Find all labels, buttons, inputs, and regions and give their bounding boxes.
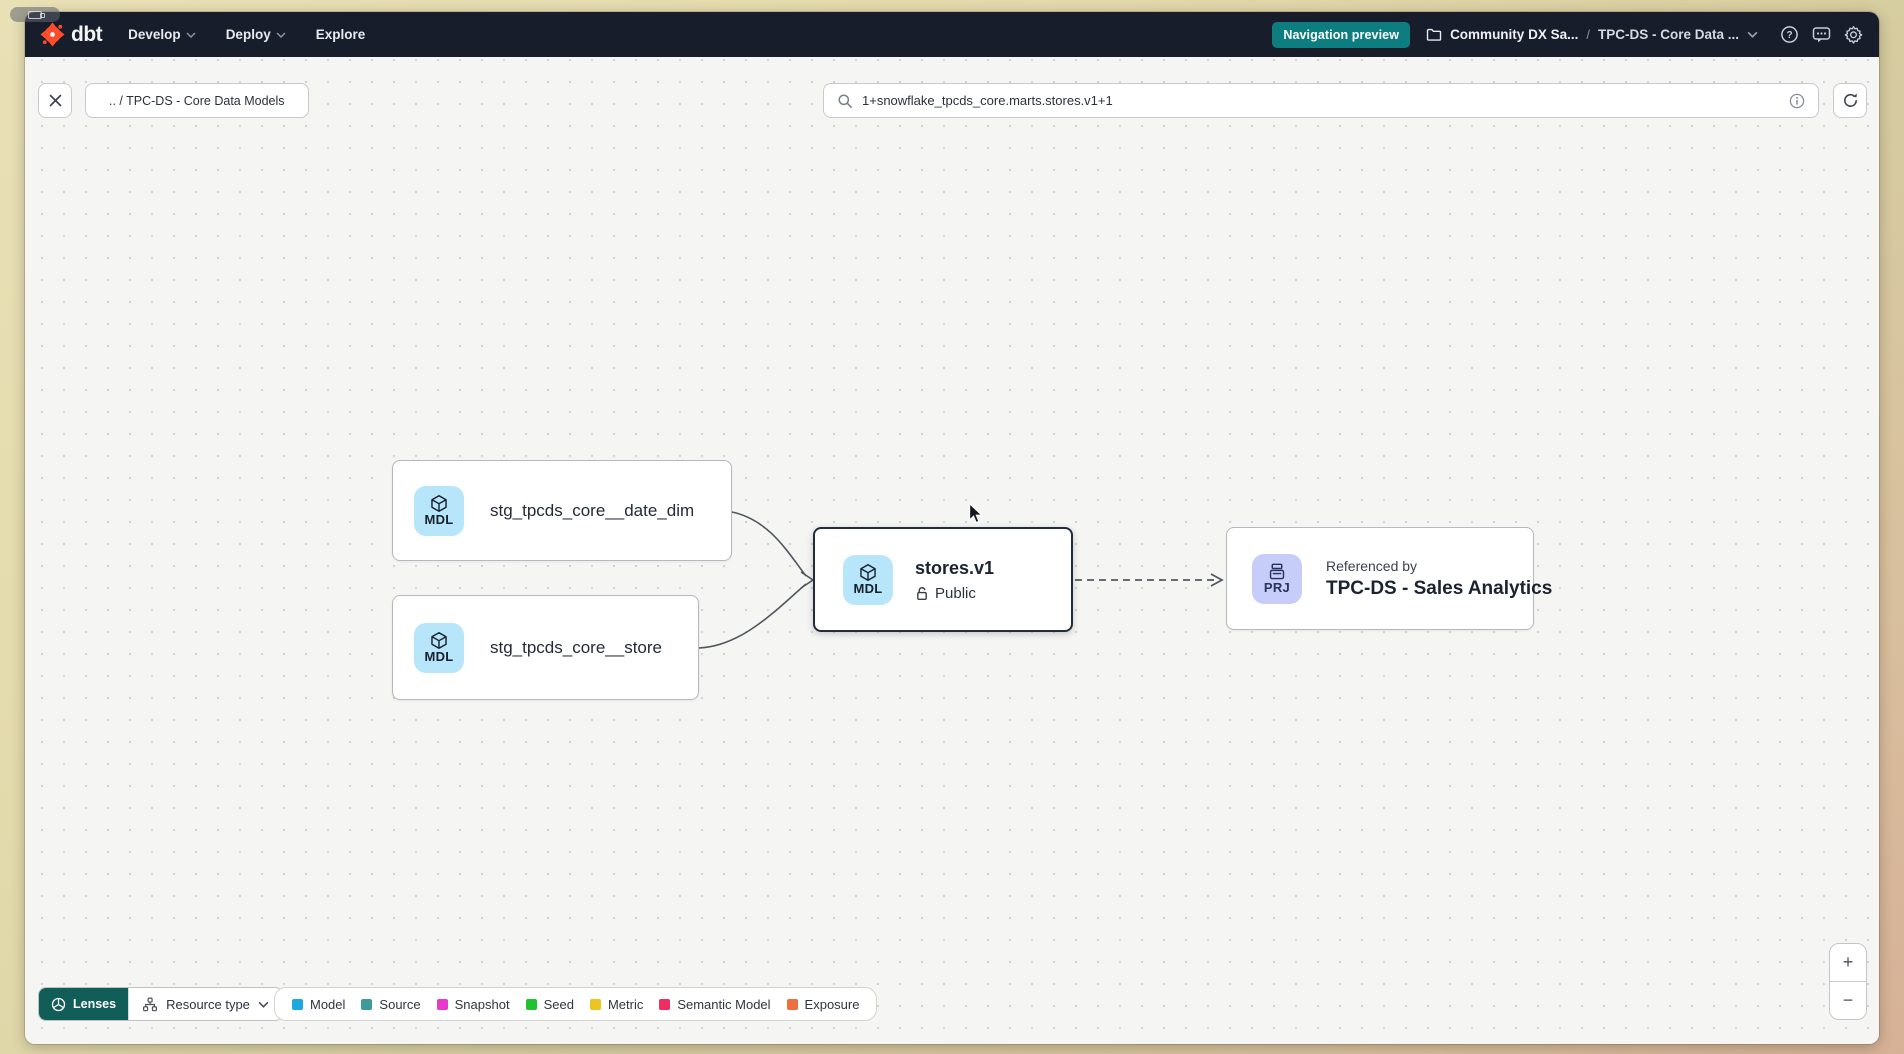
navigation-preview-badge[interactable]: Navigation preview (1272, 21, 1411, 48)
breadcrumb-project[interactable]: Community DX Sa... (1450, 27, 1579, 42)
search-icon (838, 93, 852, 108)
legend-item-seed: Seed (525, 996, 574, 1012)
legend-label: Exposure (804, 996, 860, 1012)
legend-item-snapshot: Snapshot (436, 996, 510, 1012)
close-lineage-button[interactable] (38, 83, 72, 118)
nav-menu-explore[interactable]: Explore (316, 27, 366, 42)
lineage-path-chip[interactable]: .. / TPC-DS - Core Data Models (85, 83, 309, 118)
badge-label: PRJ (1263, 580, 1291, 595)
cube-icon (431, 631, 447, 650)
folder-icon (1426, 28, 1442, 41)
legend-label: Seed (543, 996, 574, 1012)
breadcrumb-section[interactable]: TPC-DS - Core Data ... (1597, 27, 1739, 42)
model-swatch (292, 998, 303, 1010)
refresh-lineage-button[interactable] (1833, 83, 1867, 118)
selector-value[interactable]: 1+snowflake_tpcds_core.marts.stores.v1+1 (862, 93, 1113, 108)
close-icon (49, 94, 61, 107)
legend-label: Model (310, 996, 346, 1012)
lineage-toolbar: .. / TPC-DS - Core Data Models 1+snowfla… (38, 83, 1867, 118)
seed-swatch (525, 998, 537, 1010)
project-stack-icon (1269, 563, 1285, 580)
chevron-down-icon (186, 32, 196, 38)
snapshot-swatch (436, 998, 448, 1010)
legend-label: Snapshot (454, 996, 510, 1012)
dbt-logo[interactable]: dbt (39, 21, 103, 48)
node-stg-tpcds-core-store[interactable]: MDL stg_tpcds_core__store (392, 595, 699, 700)
camera-icon (28, 10, 45, 19)
nav-menu-deploy-label: Deploy (225, 27, 271, 42)
resource-type-dropdown[interactable]: Resource type (128, 988, 282, 1020)
help-icon[interactable]: ? (1780, 25, 1799, 44)
zoom-out-button[interactable]: − (1830, 982, 1866, 1019)
legend-label: Source (379, 996, 421, 1012)
resource-type-legend: Model Source Snapshot Seed Metric Semant… (274, 987, 878, 1021)
lens-icon (51, 997, 66, 1011)
cube-icon (860, 563, 876, 582)
resource-graph-icon (143, 997, 158, 1011)
resource-type-label: Resource type (166, 996, 250, 1012)
node-title: stores.v1 (915, 557, 995, 578)
node-label: stg_tpcds_core__date_dim (490, 500, 695, 520)
nav-menu-develop-label: Develop (128, 27, 181, 42)
legend-item-exposure: Exposure (786, 996, 860, 1012)
dbt-logo-icon (40, 22, 65, 47)
referenced-by-label: Referenced by (1326, 557, 1418, 574)
gear-icon[interactable] (1844, 25, 1863, 44)
feedback-icon[interactable] (1812, 25, 1831, 44)
nav-menu-deploy[interactable]: Deploy (226, 27, 286, 42)
breadcrumb[interactable]: Community DX Sa... / TPC-DS - Core Data … (1426, 27, 1758, 42)
lineage-selector-input[interactable]: 1+snowflake_tpcds_core.marts.stores.v1+1 (823, 83, 1819, 118)
node-label: stg_tpcds_core__store (490, 637, 662, 657)
chevron-down-icon (276, 32, 286, 38)
legend-item-semantic-model: Semantic Model (659, 996, 771, 1012)
node-referenced-by-sales-analytics[interactable]: PRJ Referenced by TPC-DS - Sales Analyti… (1226, 527, 1552, 630)
nav-menu-explore-label: Explore (315, 27, 366, 42)
model-badge: MDL (414, 485, 464, 536)
dbt-logo-text: dbt (71, 22, 103, 46)
project-name: TPC-DS - Sales Analytics (1326, 577, 1553, 599)
breadcrumb-separator: / (1586, 27, 1590, 42)
access-label: Public (935, 584, 976, 602)
legend-label: Semantic Model (677, 996, 771, 1012)
chevron-down-icon (258, 1001, 269, 1008)
node-stg-tpcds-core-date-dim[interactable]: MDL stg_tpcds_core__date_dim (392, 460, 732, 561)
node-stores-v1[interactable]: MDL stores.v1 Public (813, 527, 1073, 632)
zoom-in-button[interactable]: + (1830, 944, 1866, 981)
legend-item-source: Source (361, 996, 421, 1012)
lineage-canvas[interactable]: .. / TPC-DS - Core Data Models 1+snowfla… (25, 57, 1879, 1044)
lenses-button[interactable]: Lenses (39, 988, 129, 1020)
top-navbar: dbt Develop Deploy Explore Navigation pr… (25, 12, 1879, 57)
zoom-controls: + − (1829, 943, 1867, 1020)
badge-label: MDL (424, 512, 454, 527)
metric-swatch (589, 998, 601, 1010)
legend-label: Metric (607, 996, 644, 1012)
nav-menu-develop[interactable]: Develop (128, 27, 196, 42)
info-icon[interactable] (1789, 93, 1805, 109)
lenses-label: Lenses (73, 997, 117, 1011)
refresh-icon (1843, 93, 1857, 107)
view-options-group: Lenses Resource type (38, 987, 283, 1021)
exposure-swatch (786, 998, 798, 1010)
lineage-edges (698, 511, 1224, 649)
chevron-down-icon (1747, 31, 1758, 38)
badge-label: MDL (424, 649, 454, 664)
badge-label: MDL (853, 581, 883, 596)
cube-icon (431, 494, 447, 513)
semantic-model-swatch (659, 998, 671, 1010)
legend-item-metric: Metric (589, 996, 644, 1012)
model-badge: MDL (414, 622, 464, 673)
screen-recorder-pill (10, 7, 60, 22)
project-badge: PRJ (1252, 553, 1302, 604)
divider (1830, 981, 1866, 982)
legend-item-model: Model (292, 997, 345, 1012)
app-window: dbt Develop Deploy Explore Navigation pr… (25, 12, 1879, 1044)
svg-text:?: ? (1786, 30, 1792, 41)
unlock-icon (917, 586, 927, 600)
model-badge: MDL (843, 554, 893, 605)
source-swatch (361, 998, 373, 1010)
